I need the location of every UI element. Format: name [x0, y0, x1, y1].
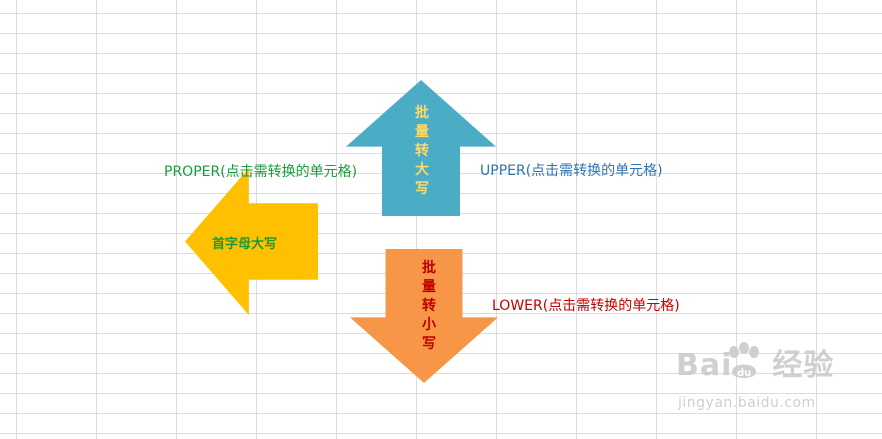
watermark-main-right: 经验	[772, 348, 835, 383]
arrow-up-label: 批 量 转 大 写	[412, 104, 432, 199]
arrow-left-label: 首字母大写	[212, 237, 278, 252]
arrow-up-char: 写	[415, 181, 429, 197]
arrow-down-char: 转	[422, 298, 436, 314]
arrow-down-char: 量	[422, 279, 436, 295]
arrow-up-char: 量	[415, 124, 429, 140]
baidu-watermark-logo: Bai 经验	[676, 340, 834, 384]
arrow-up-char: 大	[415, 162, 429, 178]
watermark-main-left: Bai	[676, 348, 733, 383]
arrow-down-char: 批	[422, 260, 436, 276]
arrow-down-char: 写	[422, 336, 436, 352]
formula-lower-text: LOWER(点击需转换的单元格)	[492, 298, 680, 314]
formula-proper-text: PROPER(点击需转换的单元格)	[164, 164, 358, 180]
svg-text:du: du	[737, 368, 751, 379]
arrow-up-char: 批	[415, 105, 429, 121]
arrow-up-char: 转	[415, 143, 429, 159]
arrow-down-label: 批 量 转 小 写	[419, 259, 439, 354]
watermark-url: jingyan.baidu.com	[678, 395, 816, 411]
arrow-down-char: 小	[422, 317, 436, 333]
paw-icon: du	[729, 342, 759, 379]
formula-upper-text: UPPER(点击需转换的单元格)	[480, 163, 663, 179]
